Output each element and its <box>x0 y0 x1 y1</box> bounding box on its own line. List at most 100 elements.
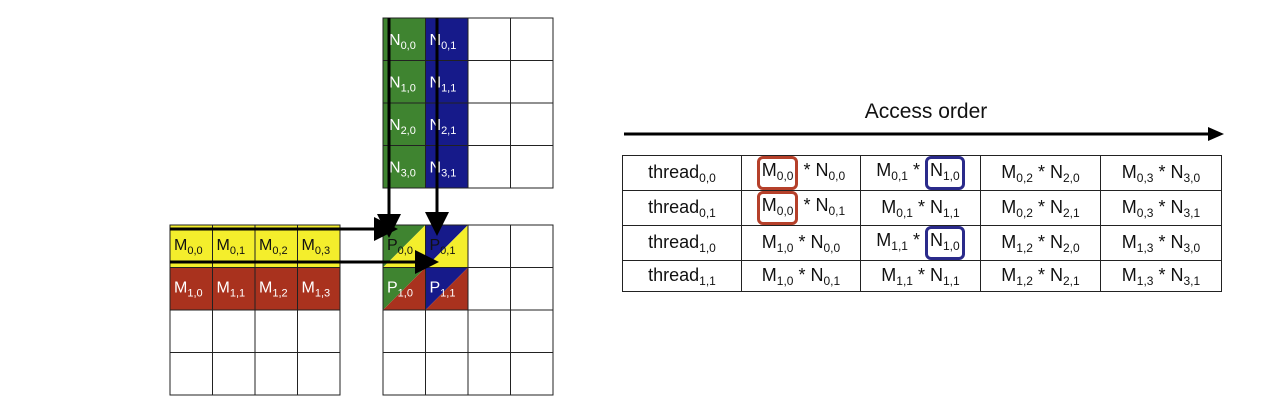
access-cell: M1,2 * N2,0 <box>980 225 1101 261</box>
m-operand: M1,0 <box>761 231 794 255</box>
m-operand: M1,1 <box>881 264 913 288</box>
n-label: N0,1 <box>430 32 457 52</box>
n-label: N1,1 <box>430 75 457 95</box>
n-operand: N1,1 <box>930 196 960 220</box>
access-cell: M0,3 * N3,0 <box>1100 155 1222 191</box>
m-operand: M0,1 <box>876 160 908 183</box>
n-label: N3,0 <box>389 160 416 180</box>
p-cell <box>467 309 511 353</box>
n-operand: N3,1 <box>1170 196 1201 220</box>
m-label: M0,3 <box>302 237 331 257</box>
thread-label: thread1,0 <box>622 225 742 261</box>
n-cell <box>467 60 511 104</box>
n-matrix: N0,0N1,0N2,0N3,0N0,1N1,1N2,1N3,1 <box>382 17 554 189</box>
m-cell <box>169 352 213 396</box>
n-cell <box>467 102 511 146</box>
p-cell <box>467 267 511 311</box>
n-operand: N0,1 <box>810 264 841 288</box>
p-cell <box>467 352 511 396</box>
n-operand-highlight: N1,0 <box>925 226 965 260</box>
access-cell: M0,1 * N1,0 <box>860 155 981 191</box>
m-matrix: M0,0 M0,1 M0,2 M0,3M1,0 M1,1 M1,2 M1,3 <box>169 224 341 396</box>
m-label: M1,1 <box>217 280 246 300</box>
access-cell: M0,3 * N3,1 <box>1100 190 1222 226</box>
access-arrows <box>170 18 449 274</box>
access-order-arrow <box>624 127 1224 141</box>
p-cell <box>510 352 554 396</box>
n-cell <box>510 102 554 146</box>
access-cell: M1,0 * N0,0 <box>741 225 861 261</box>
thread-label: thread0,0 <box>622 155 742 191</box>
access-order-title: Access order <box>864 100 988 123</box>
m-cell <box>254 352 298 396</box>
n-cell <box>510 17 554 61</box>
access-cell: M1,1 * N1,0 <box>860 225 981 261</box>
p-cell-m-part <box>383 267 426 310</box>
p-label: P0,1 <box>430 237 456 257</box>
n-operand: N0,0 <box>815 160 846 183</box>
n-label: N2,1 <box>430 117 457 137</box>
p-cell-m-part <box>425 267 468 310</box>
access-cell: M1,2 * N2,1 <box>980 260 1101 292</box>
m-cell <box>212 309 256 353</box>
access-cell: M1,3 * N3,1 <box>1100 260 1222 292</box>
p-cell <box>510 309 554 353</box>
m-label: M1,0 <box>174 280 203 300</box>
m-operand: M1,0 <box>761 264 794 288</box>
m-label: M0,0 <box>174 237 203 257</box>
thread-label: thread1,1 <box>622 260 742 292</box>
p-cell-m-part <box>383 225 426 268</box>
n-label: N3,1 <box>430 160 457 180</box>
access-cell: M0,1 * N1,1 <box>860 190 981 226</box>
n-operand: N2,1 <box>1050 264 1080 288</box>
m-label: M0,1 <box>217 237 246 257</box>
m-operand: M1,3 <box>1121 231 1154 255</box>
m-operand: M1,3 <box>1121 264 1154 288</box>
m-cell <box>212 352 256 396</box>
p-cell <box>467 224 511 268</box>
access-cell: M1,1 * N1,1 <box>860 260 981 292</box>
p-cell <box>510 224 554 268</box>
n-cell <box>510 60 554 104</box>
m-label: M1,3 <box>302 280 331 300</box>
m-operand: M1,2 <box>1001 264 1033 288</box>
n-operand: N2,1 <box>1050 196 1080 220</box>
m-operand: M0,3 <box>1121 161 1154 185</box>
n-cell <box>467 17 511 61</box>
m-operand: M0,2 <box>1001 196 1033 220</box>
n-label: N1,0 <box>389 75 416 95</box>
n-operand: N1,1 <box>930 264 960 288</box>
m-operand-highlight: M0,0 <box>756 191 799 225</box>
p-label: P0,0 <box>387 237 413 257</box>
m-cell <box>254 309 298 353</box>
access-cell: M1,3 * N3,0 <box>1100 225 1222 261</box>
m-operand: M1,1 <box>876 230 908 253</box>
p-cell <box>510 267 554 311</box>
n-operand: N2,0 <box>1050 161 1080 185</box>
n-label: N0,0 <box>389 32 416 52</box>
m-operand-highlight: M0,0 <box>756 156 799 190</box>
m-operand: M1,2 <box>1001 231 1033 255</box>
m-label: M1,2 <box>259 280 288 300</box>
p-cell <box>425 352 469 396</box>
n-cell <box>510 145 554 189</box>
m-label: M0,2 <box>259 237 288 257</box>
p-cell <box>382 309 426 353</box>
n-operand: N3,0 <box>1170 161 1201 185</box>
m-operand: M0,2 <box>1001 161 1033 185</box>
p-label: P1,1 <box>430 280 456 300</box>
m-operand: M0,3 <box>1121 196 1154 220</box>
access-cell: M0,0 * N0,0 <box>741 155 861 191</box>
n-operand-highlight: N1,0 <box>925 156 965 190</box>
n-operand: N0,0 <box>810 231 841 255</box>
access-cell: M0,0 * N0,1 <box>741 190 861 226</box>
n-operand: N3,1 <box>1170 264 1201 288</box>
thread-label: thread0,1 <box>622 190 742 226</box>
n-operand: N2,0 <box>1050 231 1080 255</box>
access-cell: M1,0 * N0,1 <box>741 260 861 292</box>
